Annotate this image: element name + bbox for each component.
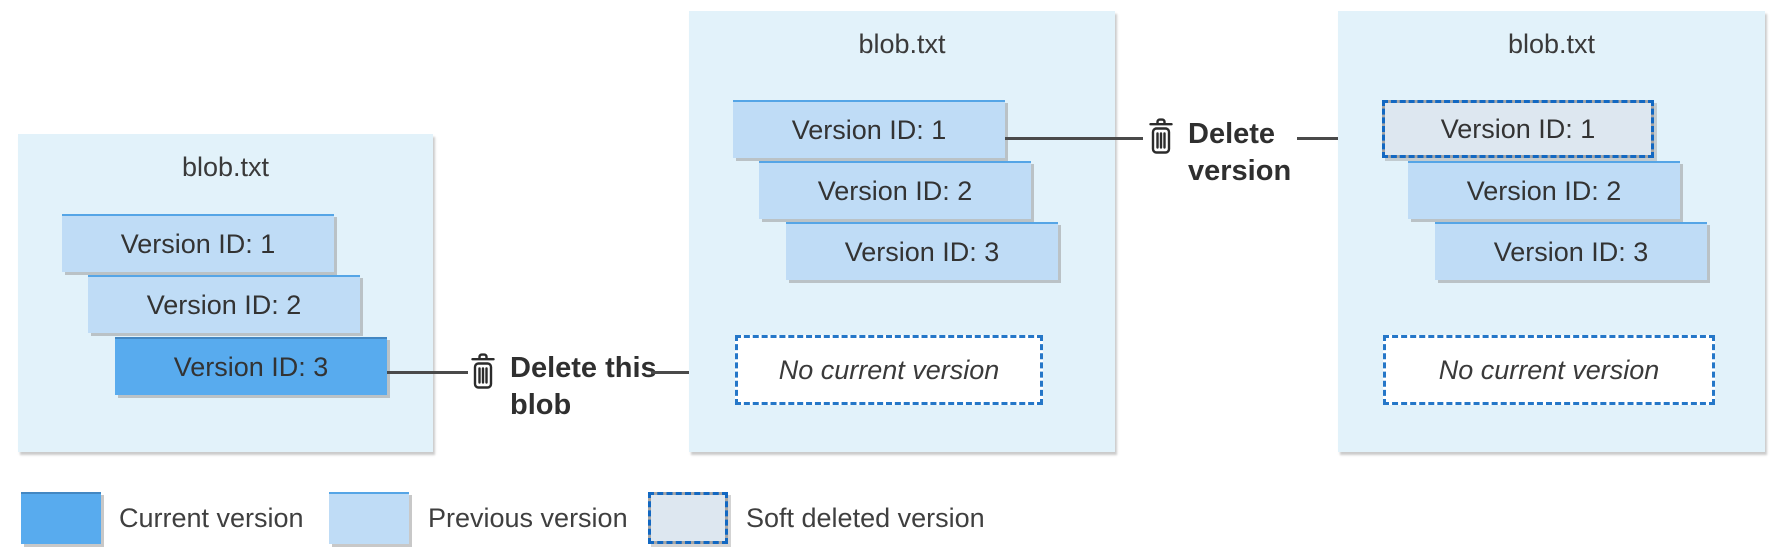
legend-swatch-current bbox=[21, 492, 101, 544]
blob-title: blob.txt bbox=[858, 29, 946, 59]
blob-title: blob.txt bbox=[181, 152, 270, 182]
blob-panel-after-delete-version: blob.txt Version ID: 1 Version ID: 2 Ver… bbox=[1338, 11, 1765, 452]
version-box-previous: Version ID: 2 bbox=[1408, 161, 1680, 219]
version-box-previous: Version ID: 2 bbox=[88, 275, 360, 333]
no-current-version-box: No current version bbox=[1383, 335, 1715, 405]
version-box-soft-deleted: Version ID: 1 bbox=[1382, 100, 1654, 158]
legend-label-soft-deleted: Soft deleted version bbox=[746, 503, 985, 533]
delete-blob-label: Delete this blob bbox=[510, 350, 657, 424]
trash-icon bbox=[468, 352, 498, 392]
connector-line bbox=[651, 371, 725, 374]
blob-title: blob.txt bbox=[1507, 29, 1596, 59]
delete-blob-label-line2: blob bbox=[510, 389, 572, 421]
blob-panel-after-delete-blob: blob.txt Version ID: 1 Version ID: 2 Ver… bbox=[689, 11, 1115, 452]
version-box-previous: Version ID: 1 bbox=[62, 214, 334, 272]
delete-version-label-line2: version bbox=[1188, 155, 1292, 187]
version-box-previous: Version ID: 3 bbox=[786, 222, 1058, 280]
trash-icon bbox=[1146, 117, 1176, 157]
connector-line bbox=[1005, 137, 1143, 140]
delete-version-label: Delete version bbox=[1188, 116, 1291, 190]
version-box-previous: Version ID: 2 bbox=[759, 161, 1031, 219]
legend-label-previous: Previous version bbox=[428, 503, 628, 533]
blob-panel-before-delete: blob.txt Version ID: 1 Version ID: 2 Ver… bbox=[18, 134, 433, 452]
version-box-previous: Version ID: 1 bbox=[733, 100, 1005, 158]
delete-blob-label-line1: Delete this bbox=[510, 352, 657, 384]
legend-label-current: Current version bbox=[119, 503, 304, 533]
legend-swatch-previous bbox=[329, 492, 409, 544]
version-box-previous: Version ID: 3 bbox=[1435, 222, 1707, 280]
connector-line bbox=[1297, 137, 1363, 140]
connector-line bbox=[387, 371, 468, 374]
legend-swatch-soft-deleted bbox=[648, 492, 728, 544]
version-box-current: Version ID: 3 bbox=[115, 337, 387, 395]
delete-version-label-line1: Delete bbox=[1188, 118, 1276, 150]
no-current-version-box: No current version bbox=[735, 335, 1043, 405]
